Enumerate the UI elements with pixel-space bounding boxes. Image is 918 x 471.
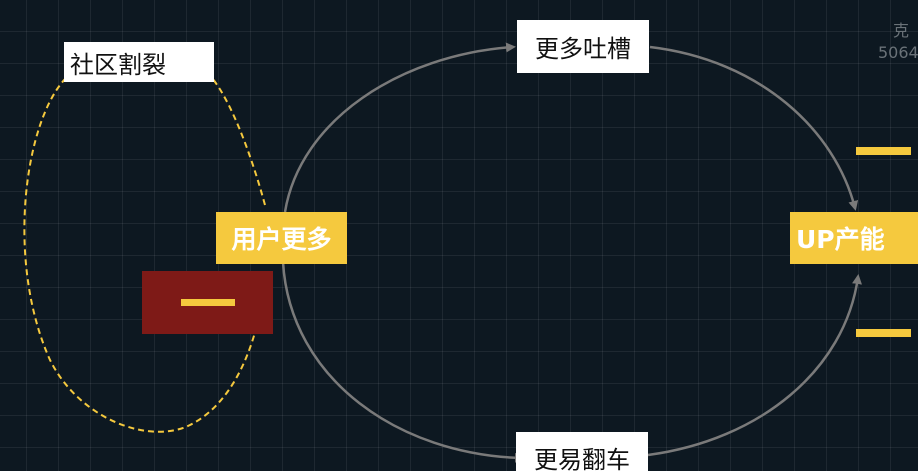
node-community-split: 社区割裂 <box>64 42 214 82</box>
node-easier-flip-label: 更易翻车 <box>534 445 630 471</box>
node-up-output: UP产能 <box>790 212 918 264</box>
negative-marker-bottom <box>856 329 911 337</box>
node-more-complaints-label: 更多吐槽 <box>535 35 631 63</box>
node-easier-flip: 更易翻车 <box>516 432 648 471</box>
negative-marker-top <box>856 147 911 155</box>
edge-flip-to-up <box>647 274 862 457</box>
edge-users-to-complaints <box>283 42 516 213</box>
node-up-output-label: UP产能 <box>796 225 885 254</box>
node-more-complaints: 更多吐槽 <box>517 20 649 73</box>
node-more-users-label: 用户更多 <box>231 225 332 254</box>
corner-char: 克 <box>893 21 910 40</box>
dashed-loop-top <box>211 77 266 206</box>
negative-marker <box>181 299 235 306</box>
dashed-loop-left <box>23 77 266 433</box>
node-more-users: 用户更多 <box>216 212 347 264</box>
edge-users-to-flip <box>281 261 525 463</box>
node-community-split-label: 社区割裂 <box>70 50 166 79</box>
corner-number: 5064 <box>878 43 918 62</box>
edge-complaints-to-up <box>649 45 859 211</box>
